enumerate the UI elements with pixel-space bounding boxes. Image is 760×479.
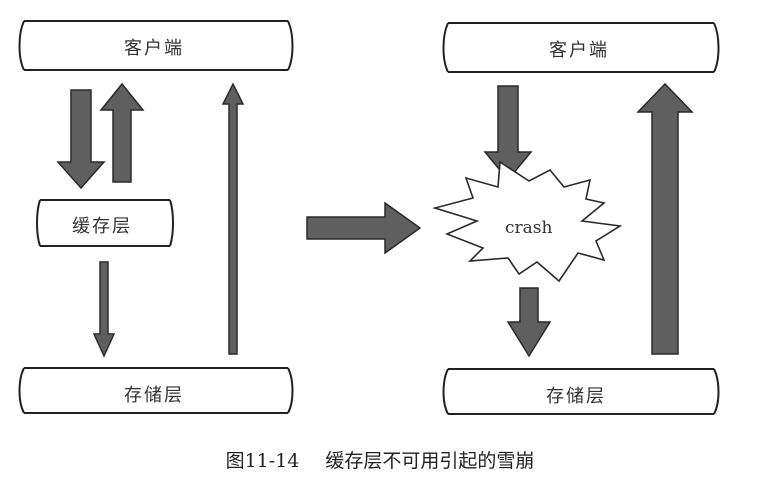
left-client-label: 客户端 — [124, 38, 184, 59]
figure-title: 缓存层不可用引起的雪崩 — [325, 450, 535, 472]
crash-starburst — [432, 160, 623, 283]
left-request-arrow-down — [56, 89, 106, 190]
crash-label: crash — [505, 218, 553, 238]
right-crash-to-storage-arrow — [506, 287, 552, 358]
left-response-arrow-up — [99, 82, 145, 183]
transition-arrow — [306, 201, 422, 255]
figure-number: 图11-14 — [225, 450, 300, 472]
left-cache-label: 缓存层 — [72, 216, 132, 237]
right-request-arrow-down — [483, 85, 533, 182]
left-storage-box — [18, 367, 294, 414]
left-storage-to-client-arrow — [221, 82, 245, 355]
right-storage-box — [442, 368, 720, 415]
left-storage-label: 存储层 — [124, 385, 184, 406]
left-cache-box — [36, 199, 174, 247]
left-client-box — [18, 20, 294, 71]
right-storage-to-client-arrow — [636, 82, 694, 355]
right-client-box — [442, 22, 720, 73]
figure-caption: 图11-14 缓存层不可用引起的雪崩 — [0, 446, 760, 473]
right-storage-label: 存储层 — [546, 386, 606, 407]
right-client-label: 客户端 — [549, 40, 609, 61]
left-cache-to-storage-arrow — [92, 261, 116, 358]
